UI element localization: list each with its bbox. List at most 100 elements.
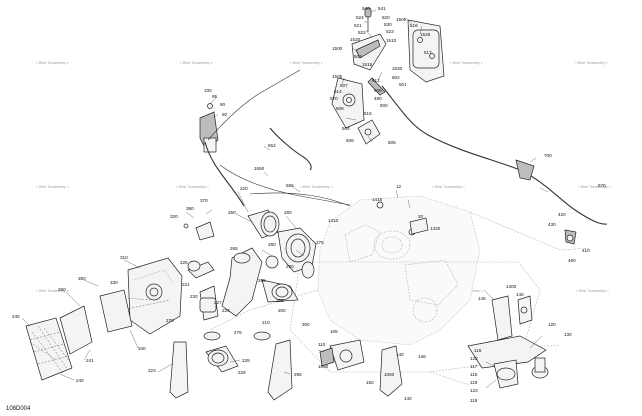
callout-430: 430 (548, 222, 556, 227)
callout-115: 115 (470, 372, 478, 377)
callout-420: 420 (558, 212, 566, 217)
watermark: « Best Trustworthy » (576, 289, 609, 293)
bracket-assembly-bottom (319, 295, 549, 397)
callout-290: 290 (286, 264, 294, 269)
callout-275: 275 (316, 240, 324, 245)
callout-223: 223 (148, 368, 156, 373)
callout-90: 90 (220, 102, 226, 107)
watermark: « Best Trustworthy » (450, 61, 483, 65)
watermark: « Best Trustworthy » (578, 185, 611, 189)
callout-12: 12 (396, 184, 402, 189)
callout-1525: 1525 (420, 32, 431, 37)
callout-522: 522 (358, 30, 366, 35)
watermark: « Best Trustworthy » (36, 289, 69, 293)
callout-241: 241 (86, 358, 94, 363)
callout-410: 410 (582, 248, 590, 253)
watermark: « Best Trustworthy » (575, 61, 608, 65)
drawing-code: 108D004 (6, 406, 31, 412)
callout-350: 350 (78, 276, 86, 281)
callout-514: 514 (334, 89, 342, 94)
engine-ghost-outline (209, 195, 591, 386)
small-hardware (183, 201, 429, 241)
watermark: « Best Trustworthy » (300, 185, 333, 189)
callout-240: 240 (76, 378, 84, 383)
shift-lever-assembly (331, 7, 445, 145)
callout-512: 512 (372, 78, 380, 83)
callout-1505: 1505 (396, 17, 407, 22)
callout-700: 700 (544, 153, 552, 158)
callout-labels: 540 541 524 520 521 530 522 1505 516 152… (12, 6, 606, 403)
callout-507: 507 (340, 83, 348, 88)
callout-480: 480 (374, 96, 382, 101)
callout-295: 295 (294, 372, 302, 377)
callout-1500: 1500 (332, 46, 343, 51)
callout-380: 380 (186, 206, 194, 211)
callout-503: 503 (354, 54, 362, 59)
callout-1510: 1510 (386, 38, 397, 43)
callout-570: 570 (330, 96, 338, 101)
callout-80: 80 (222, 112, 228, 117)
callout-1410: 1410 (328, 218, 339, 223)
callout-1515: 1515 (362, 62, 373, 67)
callout-224: 224 (222, 308, 230, 313)
callout-523: 523 (386, 29, 394, 34)
callout-119: 119 (470, 380, 478, 385)
callout-540: 540 (362, 6, 370, 11)
callout-1050: 1050 (318, 364, 329, 369)
callout-130: 130 (564, 332, 572, 337)
intake-duct-assembly (169, 209, 317, 401)
callout-1530: 1530 (392, 66, 403, 71)
callout-340: 340 (138, 346, 146, 351)
callout-228: 228 (242, 358, 250, 363)
callout-1400: 1400 (506, 284, 517, 289)
callout-1420: 1420 (430, 226, 441, 231)
callout-506: 506 (346, 138, 354, 143)
callout-117: 117 (470, 364, 478, 369)
callout-275-b: 275 (234, 330, 242, 335)
watermark: « Best Trustworthy » (36, 61, 69, 65)
callout-665: 665 (286, 183, 294, 188)
callout-140: 140 (396, 352, 404, 357)
callout-500: 500 (380, 103, 388, 108)
callout-225: 225 (180, 260, 188, 265)
callout-245: 245 (12, 314, 20, 319)
callout-145: 145 (478, 296, 486, 301)
callout-270: 270 (166, 318, 174, 323)
callout-150: 150 (366, 380, 374, 385)
callout-140-b: 140 (404, 396, 412, 401)
callout-505: 505 (388, 140, 396, 145)
callout-502: 502 (392, 75, 400, 80)
callout-310: 310 (120, 255, 128, 260)
callout-541: 541 (378, 6, 386, 11)
callout-520: 520 (382, 15, 390, 20)
callout-504: 504 (342, 126, 350, 131)
callout-210: 210 (262, 320, 270, 325)
watermark: « Best Trustworthy » (180, 61, 213, 65)
callout-250: 250 (228, 210, 236, 215)
callout-227: 227 (214, 300, 222, 305)
callout-1520: 1520 (350, 37, 361, 42)
callout-116: 116 (474, 348, 482, 353)
callout-1505-b: 1505 (332, 74, 343, 79)
callout-230: 230 (190, 294, 198, 299)
callout-530: 530 (384, 22, 392, 27)
callout-517: 517 (424, 50, 432, 55)
sensor-part-80-100 (199, 103, 219, 153)
callout-100: 100 (204, 88, 212, 93)
callout-265: 265 (230, 246, 238, 251)
watermark: « Best Trustworthy » (36, 185, 69, 189)
callout-280: 280 (284, 210, 292, 215)
callout-370: 370 (200, 198, 208, 203)
callout-509: 509 (374, 88, 382, 93)
callout-515: 515 (364, 111, 372, 116)
callout-652: 652 (268, 143, 276, 148)
callout-118: 118 (470, 398, 478, 403)
watermark: « Best Trustworthy » (432, 185, 465, 189)
callout-1415: 1415 (372, 197, 383, 202)
watermark: « Best Trustworthy » (290, 61, 323, 65)
callout-521: 521 (354, 23, 362, 28)
callout-105: 105 (330, 329, 338, 334)
callout-1060: 1060 (384, 372, 395, 377)
callout-265-b: 265 (258, 278, 266, 283)
